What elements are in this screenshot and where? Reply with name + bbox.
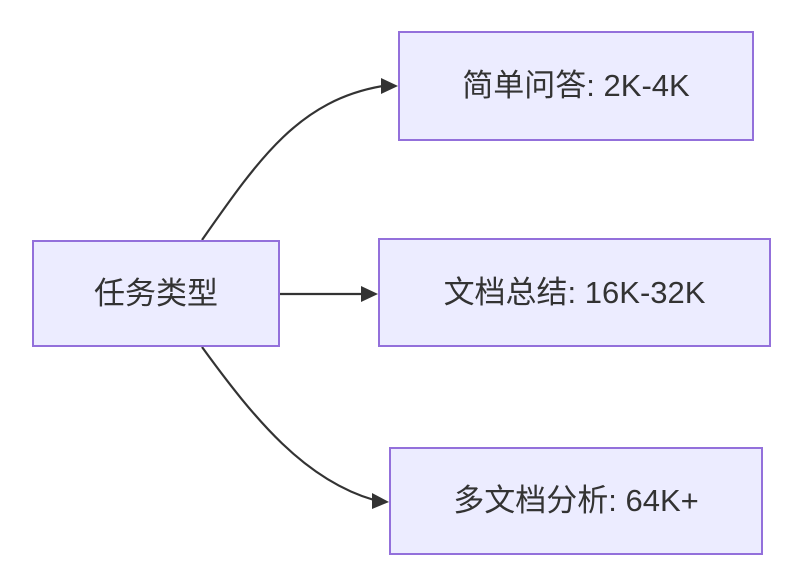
arrowhead-simple-qa <box>381 78 398 94</box>
arrowhead-doc-summary <box>361 286 378 302</box>
node-task-type-label: 任务类型 <box>94 275 218 311</box>
node-multi-doc-analysis: 多文档分析: 64K+ <box>389 447 763 555</box>
node-doc-summary: 文档总结: 16K-32K <box>378 238 771 347</box>
node-multi-doc-analysis-label: 多文档分析: 64K+ <box>453 483 699 519</box>
node-simple-qa-label: 简单问答: 2K-4K <box>462 68 690 104</box>
node-simple-qa: 简单问答: 2K-4K <box>398 31 754 141</box>
edge-root-to-simple-qa <box>201 84 384 241</box>
edge-root-to-multi-doc <box>201 346 375 502</box>
arrowhead-multi-doc <box>372 493 389 509</box>
node-doc-summary-label: 文档总结: 16K-32K <box>443 274 706 310</box>
node-task-type: 任务类型 <box>32 240 280 347</box>
